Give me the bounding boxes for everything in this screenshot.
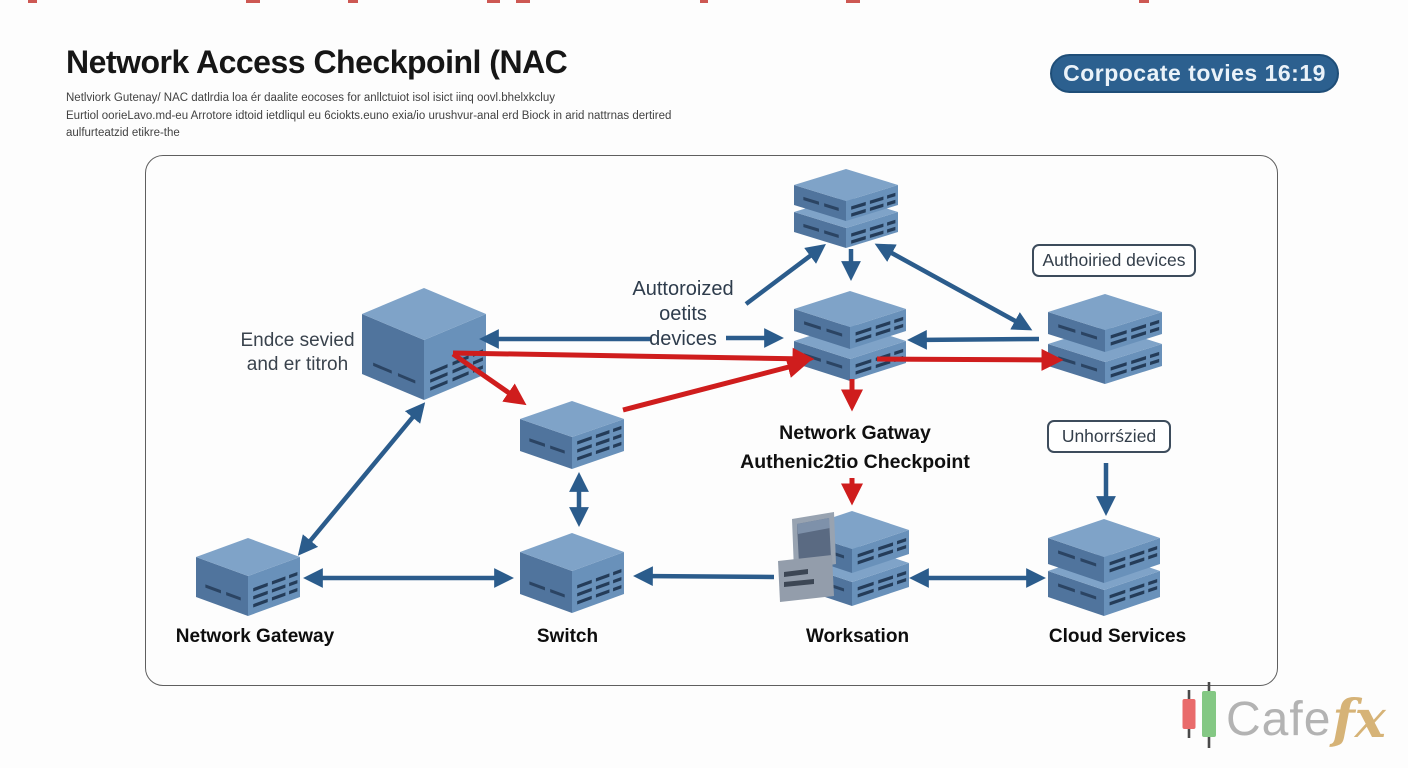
red-flow-arrow (452, 347, 815, 370)
artifact-mark (700, 0, 708, 3)
label-line: devices (649, 328, 717, 350)
artifact-mark (348, 0, 358, 3)
node-label-switch: Switch (536, 626, 599, 647)
logo-text-main: Cafe (1226, 693, 1332, 746)
authorized-devices-chip: Authoiried devices (1032, 244, 1196, 277)
red-flow-arrow (876, 348, 1064, 371)
logo-text-accent: fx (1332, 689, 1386, 750)
node-center-server (794, 291, 906, 381)
artifact-mark (28, 0, 37, 3)
artifact-mark (1139, 0, 1149, 3)
node-label-network-gateway: Network Gateway (175, 626, 335, 647)
blue-link-arrow (874, 243, 1033, 331)
label-line: Endce sevied (240, 330, 355, 351)
subtitle-line: Eurtiol oorieLavo.md-eu Arrotore idtoid … (66, 109, 672, 122)
node-gateway (196, 538, 300, 616)
blue-link-arrow (297, 402, 426, 556)
edge-server-label: Endce sevied and er titroh (200, 329, 395, 377)
blue-link-arrow (907, 329, 1040, 350)
node-workstation (778, 511, 909, 606)
node-label-cloud-services: Cloud Services (1048, 626, 1187, 647)
corporate-badge[interactable]: Corpocate tovies 16:19 (1050, 54, 1339, 93)
artifact-mark (846, 0, 860, 3)
node-right-server (1048, 294, 1162, 384)
red-flow-arrow (622, 356, 810, 413)
diagram-nodes (196, 169, 1162, 616)
blue-link-arrow (633, 566, 775, 587)
node-label-workstation: Worksation (805, 626, 910, 647)
artifact-mark (246, 0, 260, 3)
label-line: and er titroh (246, 354, 349, 375)
subtitle-line: Netlviork Gutenay/ NAC datlrdia loa ér d… (66, 92, 555, 104)
node-top-server (794, 169, 898, 248)
checkpoint-label: Network Gatway Authenic2tio Checkpoint (690, 419, 1020, 477)
node-mid-switch (520, 401, 624, 469)
watermark-logo: Cafe fx (1180, 682, 1386, 750)
artifact-mark (487, 0, 500, 3)
label-line: Network Gatway (779, 422, 931, 444)
red-flow-arrow (451, 351, 527, 406)
node-cloud-server (1048, 519, 1160, 616)
subtitle-line: aulfurteatzid etikre-the (66, 127, 180, 139)
label-line: oetits (659, 303, 707, 325)
page-title: Network Access Checkpoinl (NAC (66, 44, 568, 80)
page-subtitle: Netlviork Gutenay/ NAC datlrdia loa ér d… (66, 90, 671, 143)
label-line: Authenic2tio Checkpoint (740, 451, 970, 473)
label-line: Auttoroized (632, 278, 734, 300)
candlestick-icon (1182, 682, 1216, 748)
network-diagram-canvas (196, 169, 1162, 616)
connection-arrows (297, 243, 1116, 588)
blue-link-arrow (744, 244, 826, 306)
node-bottom-switch (520, 533, 624, 613)
artifact-mark (516, 0, 530, 3)
unauthorized-chip: Unhorrśzied (1047, 420, 1171, 453)
authorized-devices-label: Auttoroized oetits devices (598, 277, 768, 352)
